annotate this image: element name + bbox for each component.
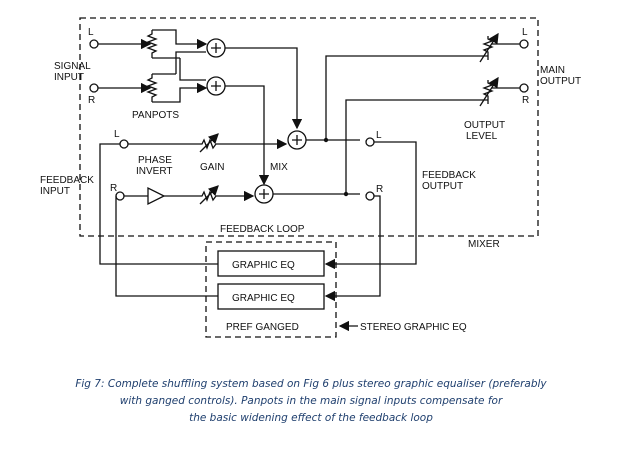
- signal-input-r-terminal: [89, 83, 99, 93]
- phase-invert-amp: [147, 186, 166, 206]
- summer-main-l: [287, 130, 307, 150]
- main-output-r-terminal: [519, 83, 529, 93]
- feedback-output-label-2: OUTPUT: [422, 181, 463, 192]
- signal-input-l-label: L: [88, 27, 94, 38]
- graphic-eq-upper: [217, 250, 325, 277]
- pref-ganged-label: PREF GANGED: [226, 322, 299, 333]
- main-output-label-2: OUTPUT: [540, 76, 581, 87]
- main-output-label: MAIN: [540, 65, 565, 76]
- signal-input-r-label: R: [88, 95, 95, 106]
- graphic-eq-lower: [217, 283, 325, 310]
- feedback-output-l-terminal: [365, 137, 375, 147]
- phase-invert-label-2: INVERT: [136, 166, 173, 177]
- output-level-label-2: LEVEL: [466, 131, 498, 142]
- phase-invert-label: PHASE: [138, 155, 172, 166]
- caption-line-3: the basic widening effect of the feedbac…: [189, 412, 433, 424]
- output-level-pot-r: [479, 76, 520, 107]
- summer-main-r: [254, 184, 274, 204]
- gain-label: GAIN: [200, 162, 224, 173]
- main-output-r-label: R: [522, 95, 529, 106]
- feedback-output-r-label: R: [376, 184, 383, 195]
- panpots-label: PANPOTS: [132, 110, 179, 121]
- mixer-label: MIXER: [468, 239, 500, 250]
- mix-label: MIX: [270, 162, 288, 173]
- feedback-output-label: FEEDBACK: [422, 170, 476, 181]
- signal-input-l-terminal: [89, 39, 99, 49]
- panpot-l: [146, 29, 208, 59]
- feedback-input-label-2: INPUT: [40, 186, 70, 197]
- signal-input-label-2: INPUT: [54, 72, 84, 83]
- feedback-output-r-terminal: [365, 191, 375, 201]
- summer-top-l: [206, 38, 226, 58]
- graphic-eq-upper-label: GRAPHIC EQ: [232, 260, 295, 271]
- output-level-label: OUTPUT: [464, 120, 505, 131]
- panpot-r: [146, 73, 208, 103]
- eq-boundary: [205, 241, 337, 338]
- figure-caption: Fig 7: Complete shuffling system based o…: [0, 376, 622, 427]
- gain-pot-r: [198, 185, 220, 205]
- signal-input-label: SIGNAL: [54, 61, 91, 72]
- feedback-output-l-label: L: [376, 130, 382, 141]
- shuffling-system-diagram: L R SIGNAL INPUT PANPOTS MIX FEEDB: [40, 17, 581, 338]
- caption-line-1: Fig 7: Complete shuffling system based o…: [75, 378, 547, 390]
- feedback-input-l-terminal: [119, 139, 129, 149]
- graphic-eq-lower-label: GRAPHIC EQ: [232, 293, 295, 304]
- mixer-boundary: [79, 17, 539, 237]
- feedback-input-r-terminal: [115, 191, 125, 201]
- gain-pot-l: [198, 133, 220, 153]
- output-level-pot-l: [479, 32, 520, 63]
- feedback-loop-label: FEEDBACK LOOP: [220, 224, 305, 235]
- stereo-graphic-eq-label: STEREO GRAPHIC EQ: [360, 322, 467, 333]
- main-output-l-terminal: [519, 39, 529, 49]
- feedback-input-label: FEEDBACK: [40, 175, 94, 186]
- feedback-input-l-label: L: [114, 129, 120, 140]
- summer-top-r: [206, 76, 226, 96]
- main-output-l-label: L: [522, 27, 528, 38]
- caption-line-2: with ganged controls). Panpots in the ma…: [119, 395, 503, 407]
- feedback-input-r-label: R: [110, 183, 117, 194]
